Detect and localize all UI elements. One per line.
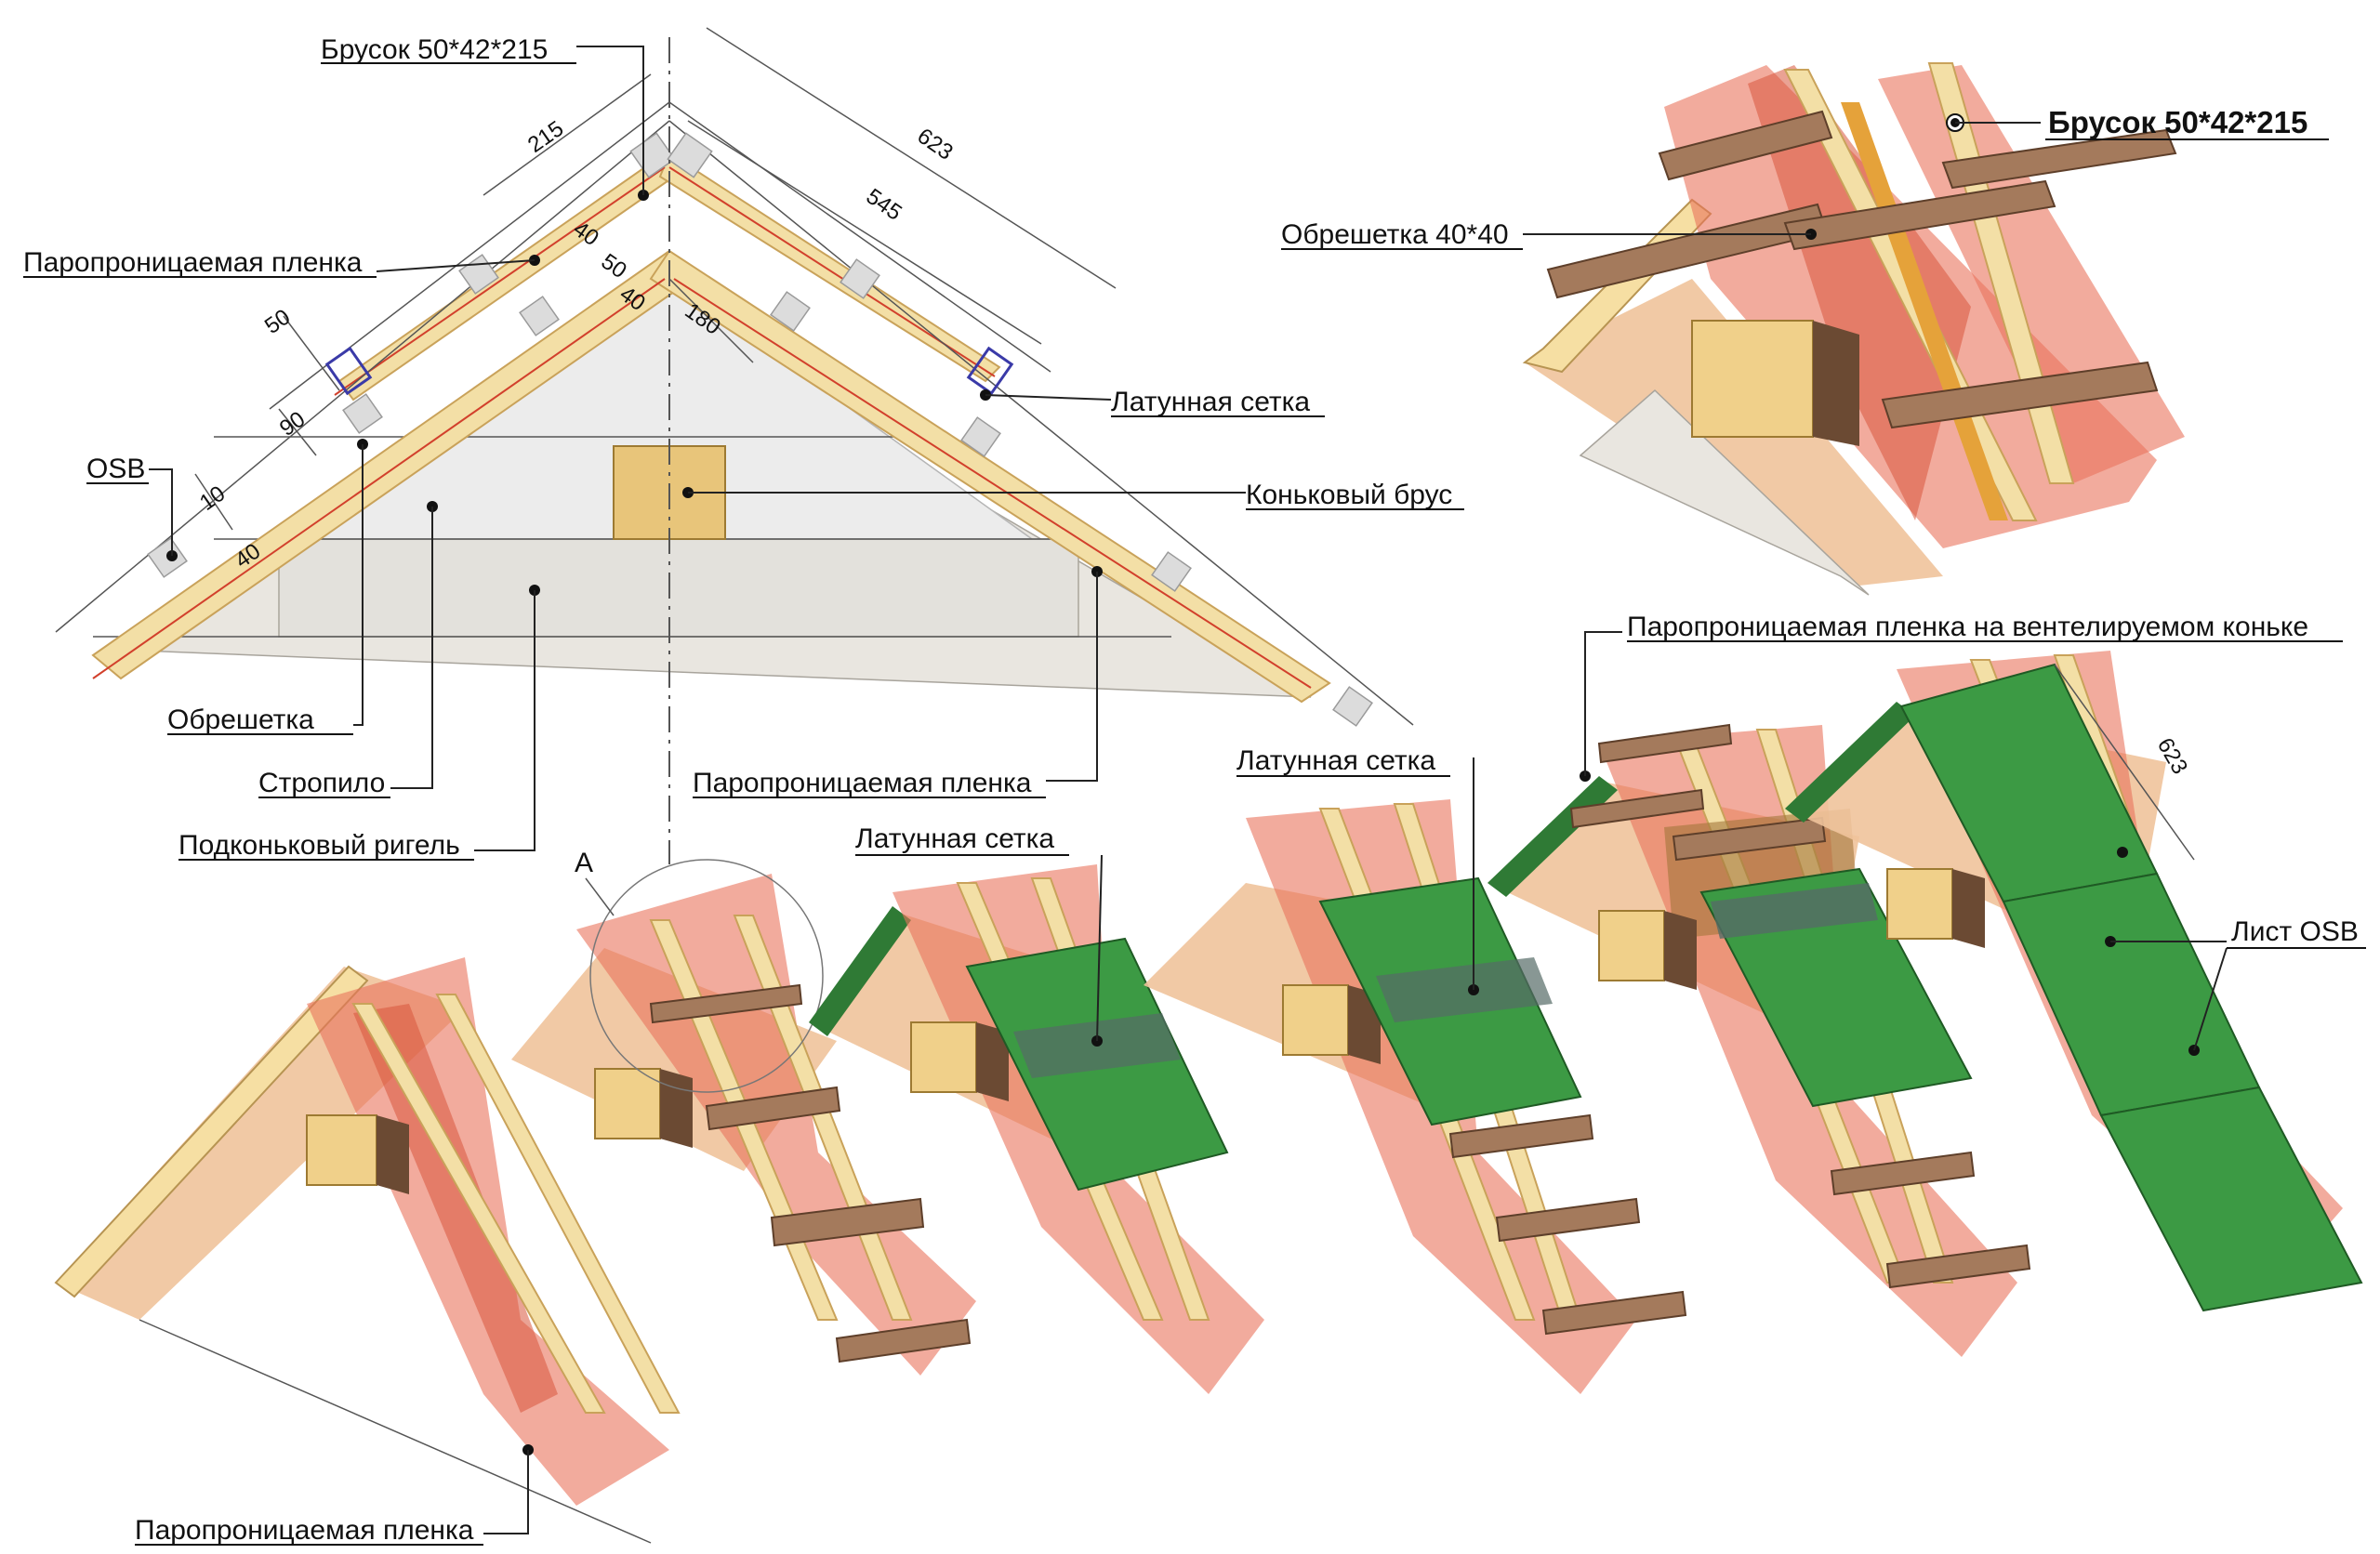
label-osb: OSB <box>86 454 145 484</box>
dim-623: 623 <box>913 124 958 165</box>
step-1 <box>54 957 681 1544</box>
osb-sheet-lower <box>2099 1086 2363 1312</box>
step-5: Паропроницаемая пленка на вентелируемом … <box>1488 612 2343 1357</box>
label-parop-bottom: Паропроницаемая пленка <box>135 1515 474 1546</box>
dim-545: 545 <box>862 184 906 226</box>
dim-50a: 50 <box>597 249 631 283</box>
collar-beam <box>278 538 1079 638</box>
step-2: A <box>511 848 976 1376</box>
label-obreshetka-detail: Обрешетка 40*40 <box>1281 219 1509 250</box>
label-parop-left: Паропроницаемая пленка <box>23 247 363 278</box>
dim-10: 10 <box>195 481 230 515</box>
label-parop-vent: Паропроницаемая пленка на вентелируемом … <box>1627 612 2308 642</box>
ridge-section: 215 623 545 40 50 40 180 50 90 10 40 <box>23 27 1464 864</box>
rafter-right <box>649 249 1331 704</box>
label-konkovy-brus: Коньковый брус <box>1246 480 1452 510</box>
label-latun-mid: Латунная сетка <box>1236 745 1435 776</box>
dim-50b: 50 <box>260 304 295 338</box>
label-obreshetka: Обрешетка <box>167 705 314 735</box>
label-parop-center: Паропроницаемая пленка <box>693 768 1032 798</box>
label-latun-right: Латунная сетка <box>1111 387 1310 417</box>
label-brusok-top: Брусок 50*42*215 <box>321 34 548 65</box>
label-list-osb: Лист OSB <box>2231 916 2359 947</box>
label-latun-low: Латунная сетка <box>855 823 1054 854</box>
step-3: Латунная сетка <box>809 823 1264 1394</box>
assembly-sequence: A Латунная сетка <box>54 612 2366 1546</box>
detail-view: Брусок 50*42*215 Обрешетка 40*40 <box>1281 62 2329 596</box>
label-stropilo: Стропило <box>258 768 385 798</box>
label-podkonkovy-rigel: Подконьковый ригель <box>178 830 460 861</box>
label-detail-a: A <box>575 848 593 878</box>
dim-215: 215 <box>523 116 568 158</box>
label-brusok-detail: Брусок 50*42*215 <box>2048 105 2307 139</box>
ridge-batten-right <box>667 132 713 178</box>
step-4: Латунная сетка <box>1144 745 1687 1394</box>
